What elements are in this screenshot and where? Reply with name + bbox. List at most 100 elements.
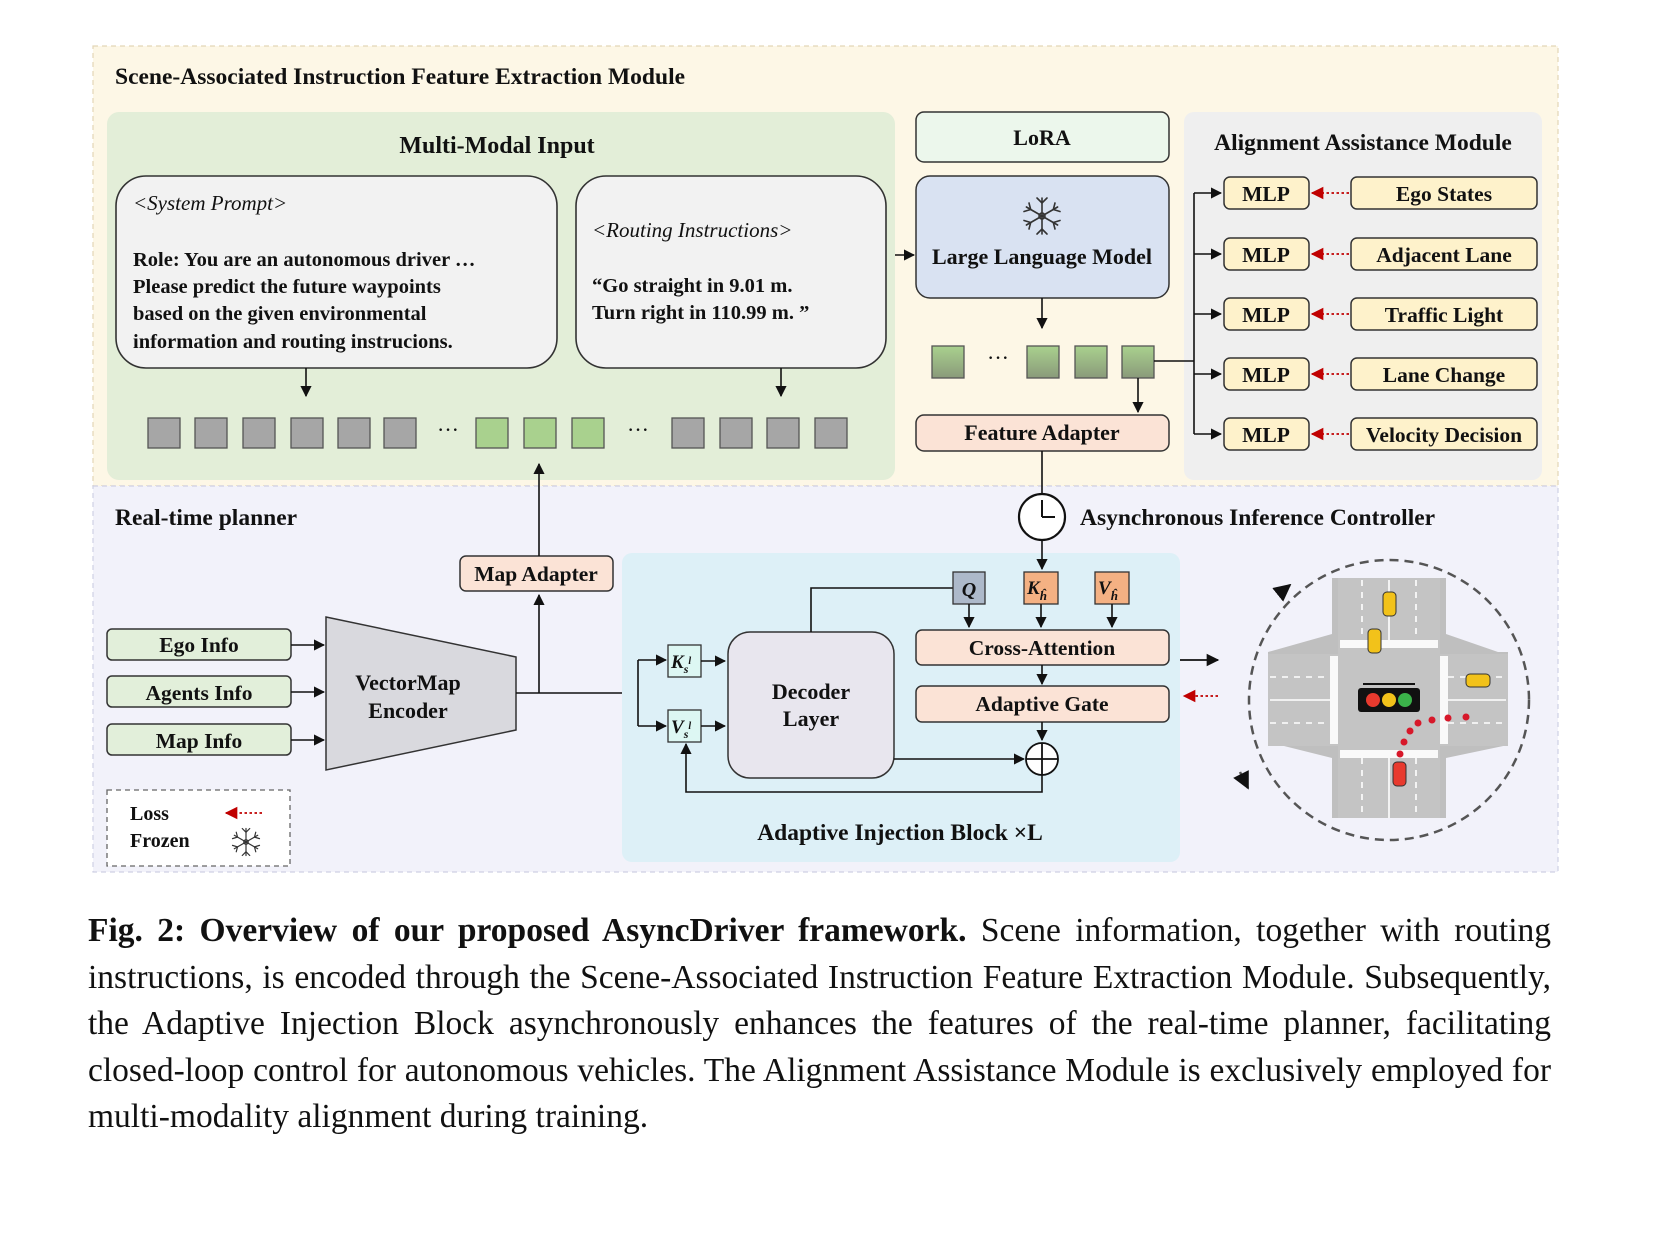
alignment-row: MLP Velocity Decision <box>1194 417 1538 451</box>
figure-caption: Fig. 2: Overview of our proposed AsyncDr… <box>88 908 1551 1141</box>
routing-instructions-heading: <Routing Instructions> <box>592 218 792 242</box>
mlp-label: MLP <box>1242 423 1290 447</box>
system-prompt-heading: <System Prompt> <box>133 191 287 215</box>
mlp-label: MLP <box>1242 182 1290 206</box>
feature-adapter-label: Feature Adapter <box>964 420 1120 445</box>
llm-output-ellipsis: ··· <box>987 345 1009 370</box>
llm-output-token <box>931 345 965 379</box>
caption-text: Scene information, together with routing… <box>88 912 1552 1135</box>
mlp-label: MLP <box>1242 363 1290 387</box>
k-box <box>1023 571 1059 605</box>
cross-attention-label: Cross-Attention <box>969 636 1116 660</box>
scene-token <box>475 417 509 449</box>
system-prompt-line: information and routing instrucions. <box>133 331 453 353</box>
vectormap-encoder-label: Encoder <box>368 698 448 723</box>
ego-info-label: Ego Info <box>159 633 238 657</box>
alignment-target-box <box>1350 417 1538 451</box>
system-prompt-line: Please predict the future waypoints <box>133 276 441 298</box>
legend-frozen-label: Frozen <box>130 830 190 852</box>
ego-car-icon <box>1392 761 1407 787</box>
routing-instructions-box <box>575 175 887 369</box>
token-ellipsis: ··· <box>627 417 649 442</box>
routing-instructions-line: “Go straight in 9.01 m. <box>592 275 792 297</box>
alignment-target-label: Adjacent Lane <box>1376 243 1512 267</box>
adaptive-injection-title: Adaptive Injection Block ×L <box>757 820 1043 846</box>
system-prompt-line: based on the given environmental <box>133 303 427 325</box>
text-token <box>383 417 417 449</box>
legend-box <box>106 789 291 867</box>
map-adapter-label: Map Adapter <box>474 562 598 586</box>
alignment-row: MLP Adjacent Lane <box>1194 237 1538 271</box>
legend-loss-label: Loss <box>130 803 169 825</box>
llm-output-token <box>1026 345 1060 379</box>
async-controller-label: Asynchronous Inference Controller <box>1080 505 1435 531</box>
text-token <box>671 417 705 449</box>
alignment-target-label: Velocity Decision <box>1366 423 1522 447</box>
alignment-assistance-title: Alignment Assistance Module <box>1214 130 1512 156</box>
llm-label: Large Language Model <box>932 244 1152 269</box>
ks-label: Ksl <box>670 652 691 676</box>
alignment-target-box <box>1350 357 1538 391</box>
input-token-row: ··· ··· <box>147 417 848 449</box>
map-adapter-box <box>459 555 614 592</box>
mlp-box <box>1223 297 1310 331</box>
vectormap-encoder-label: VectorMap <box>355 670 461 695</box>
car-icon <box>1367 628 1382 654</box>
llm-box <box>915 175 1170 299</box>
scene-token <box>523 417 557 449</box>
alignment-target-box <box>1350 297 1538 331</box>
lora-box <box>915 111 1170 163</box>
text-token <box>337 417 371 449</box>
intersection-scene-illustration <box>1233 558 1531 842</box>
llm-output-token <box>1121 345 1155 379</box>
routing-instructions-line: Turn right in 110.99 m. ” <box>592 302 809 324</box>
text-token <box>290 417 324 449</box>
vs-box <box>667 709 702 743</box>
llm-output-token <box>1074 345 1108 379</box>
mlp-label: MLP <box>1242 303 1290 327</box>
lora-label: LoRA <box>1013 125 1071 150</box>
token-ellipsis: ··· <box>437 417 459 442</box>
adaptive-gate-label: Adaptive Gate <box>975 692 1108 716</box>
alignment-row: MLP Traffic Light <box>1194 297 1538 331</box>
text-token <box>814 417 848 449</box>
car-icon <box>1465 673 1491 688</box>
alignment-row: MLP Ego States <box>1194 176 1538 210</box>
mlp-box <box>1223 176 1310 210</box>
alignment-target-box <box>1350 237 1538 271</box>
multimodal-input-title: Multi-Modal Input <box>399 133 594 159</box>
alignment-row: MLP Lane Change <box>1194 357 1538 391</box>
text-token <box>147 417 181 449</box>
mlp-box <box>1223 417 1310 451</box>
agents-info-label: Agents Info <box>146 681 253 705</box>
system-prompt-box <box>115 175 558 369</box>
alignment-target-label: Lane Change <box>1383 363 1505 387</box>
real-time-planner-title: Real-time planner <box>115 505 297 531</box>
alignment-target-label: Ego States <box>1396 182 1492 206</box>
text-token <box>194 417 228 449</box>
text-token <box>242 417 276 449</box>
map-info-label: Map Info <box>156 729 243 753</box>
mlp-box <box>1223 357 1310 391</box>
mlp-label: MLP <box>1242 243 1290 267</box>
text-token <box>766 417 800 449</box>
alignment-target-box <box>1350 176 1538 210</box>
q-label: Q <box>962 579 976 601</box>
k-label: Kĥ <box>1026 578 1047 603</box>
caption-bold: Fig. 2: Overview of our proposed AsyncDr… <box>88 912 967 949</box>
feature-extraction-module-title: Scene-Associated Instruction Feature Ext… <box>115 64 685 90</box>
vs-label: Vsl <box>671 717 691 741</box>
text-token <box>719 417 753 449</box>
mlp-box <box>1223 237 1310 271</box>
car-icon <box>1382 591 1397 617</box>
decoder-layer-label: Decoder <box>772 679 850 704</box>
system-prompt-line: Role: You are an autonomous driver … <box>133 249 475 271</box>
vectormap-encoder-box <box>325 616 517 771</box>
closed-loop-circle <box>1247 558 1531 842</box>
v-label: Vĥ <box>1098 578 1118 603</box>
framework-diagram: Scene-Associated Instruction Feature Ext… <box>92 45 1559 873</box>
scene-token <box>571 417 605 449</box>
decoder-layer-label: Layer <box>783 706 839 731</box>
decoder-layer-box <box>727 631 895 779</box>
